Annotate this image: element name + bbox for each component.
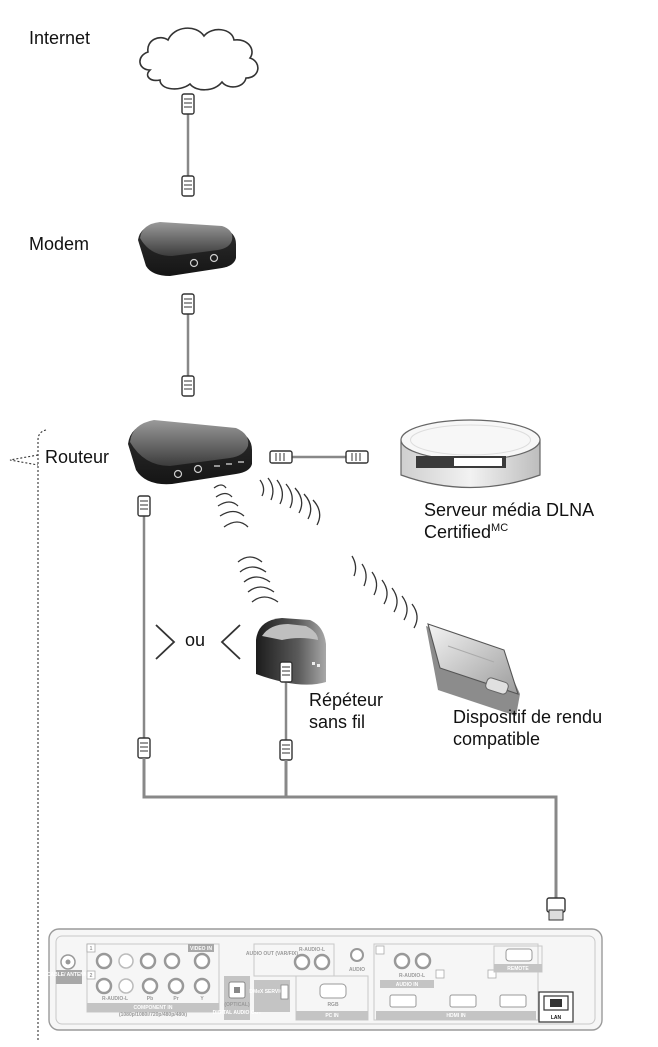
compatible-renderer-icon	[426, 623, 520, 716]
cable-modem-router	[181, 293, 195, 397]
hdmi-in-label: HDMI IN	[446, 1013, 466, 1019]
remote-port: REMOTE	[493, 945, 543, 973]
digital-audio-out-port: (OPTICAL) DIGITAL AUDIO OUT	[213, 976, 262, 1020]
renderer-label-line2: compatible	[453, 729, 541, 749]
video-in-label: VIDEO IN	[190, 946, 212, 952]
media-server-mc: MC	[491, 522, 509, 534]
media-server-label-line1: Serveur média DLNA	[424, 500, 595, 520]
internet-label: Internet	[29, 28, 91, 48]
y-label: Y	[200, 996, 204, 1002]
remote-label: REMOTE	[507, 966, 529, 972]
modem-device-icon	[138, 222, 236, 276]
component-inputs: 1 2 VIDEO IN R-AUDIO-L Pb Pr Y COMPONENT…	[86, 943, 220, 1018]
rgb-label: RGB	[327, 1002, 339, 1008]
cable-internet-modem	[181, 93, 195, 197]
hdmi-audio-rl-label: R-AUDIO-L	[399, 973, 425, 979]
media-server-label-line2: CertifiedMC	[424, 521, 508, 543]
wifi-waves-to-renderer	[351, 555, 418, 629]
lan-port: LAN	[538, 897, 574, 1023]
repeater-label-line1: Répéteur	[309, 690, 384, 710]
cable-router-server	[269, 450, 369, 464]
media-server-icon	[400, 419, 541, 489]
repeater-label-line2: sans fil	[309, 712, 366, 732]
dmex-service-port: DMeX SERVICE	[249, 980, 290, 1012]
audio-in-label: AUDIO IN	[396, 982, 419, 988]
pr-label: Pr	[173, 996, 178, 1002]
cable-joined-to-lan	[142, 758, 558, 910]
wireless-repeater-icon	[256, 618, 326, 685]
audio-out-ports: AUDIO OUT (VAR/FIX) R-AUDIO-L	[246, 943, 335, 977]
wifi-waves-to-repeater	[213, 484, 279, 603]
media-server-certified: Certified	[424, 522, 492, 542]
wifi-waves-to-server	[259, 477, 321, 526]
network-scope-bracket	[9, 429, 47, 1040]
component-formats-label: (1080p/1080i/720p/480p/480i)	[119, 1012, 187, 1018]
pc-in-label: PC IN	[325, 1013, 339, 1019]
router-label: Routeur	[45, 447, 110, 467]
digital-audio-out-label: DIGITAL AUDIO OUT	[213, 1010, 262, 1016]
router-device-icon	[128, 420, 252, 485]
cable-antenna-port: CABLE/ ANTENNA	[47, 954, 92, 984]
hdmi-inputs: R-AUDIO-L AUDIO IN HDMI IN	[373, 943, 539, 1021]
audio-jack-port: AUDIO	[349, 948, 365, 973]
audio-label: AUDIO	[349, 967, 365, 973]
modem-label: Modem	[29, 234, 90, 254]
or-brackets	[155, 624, 241, 660]
cable-router-tv	[137, 495, 151, 759]
pc-in-port: RGB PC IN	[295, 975, 369, 1021]
port-2-label: 2	[90, 973, 93, 979]
component-in-label: COMPONENT IN	[134, 1005, 173, 1011]
pb-label: Pb	[147, 996, 153, 1002]
audio-out-rl-label: R-AUDIO-L	[299, 947, 325, 953]
dmex-service-label: DMeX SERVICE	[249, 989, 287, 995]
or-label: ou	[185, 630, 206, 650]
internet-cloud-icon	[139, 27, 259, 91]
renderer-label-line1: Dispositif de rendu	[453, 707, 603, 727]
optical-label: (OPTICAL)	[224, 1002, 250, 1008]
audio-out-label: AUDIO OUT (VAR/FIX)	[246, 951, 298, 957]
tv-rear-panel: CABLE/ ANTENNA 1 2 VIDEO IN R-AUDIO-L Pb…	[47, 897, 603, 1031]
cable-antenna-label: CABLE/ ANTENNA	[47, 972, 92, 978]
cable-repeater-tv	[279, 661, 293, 761]
port-1-label: 1	[90, 946, 93, 952]
component-audio-label: R-AUDIO-L	[102, 996, 128, 1002]
lan-label: LAN	[551, 1015, 562, 1021]
